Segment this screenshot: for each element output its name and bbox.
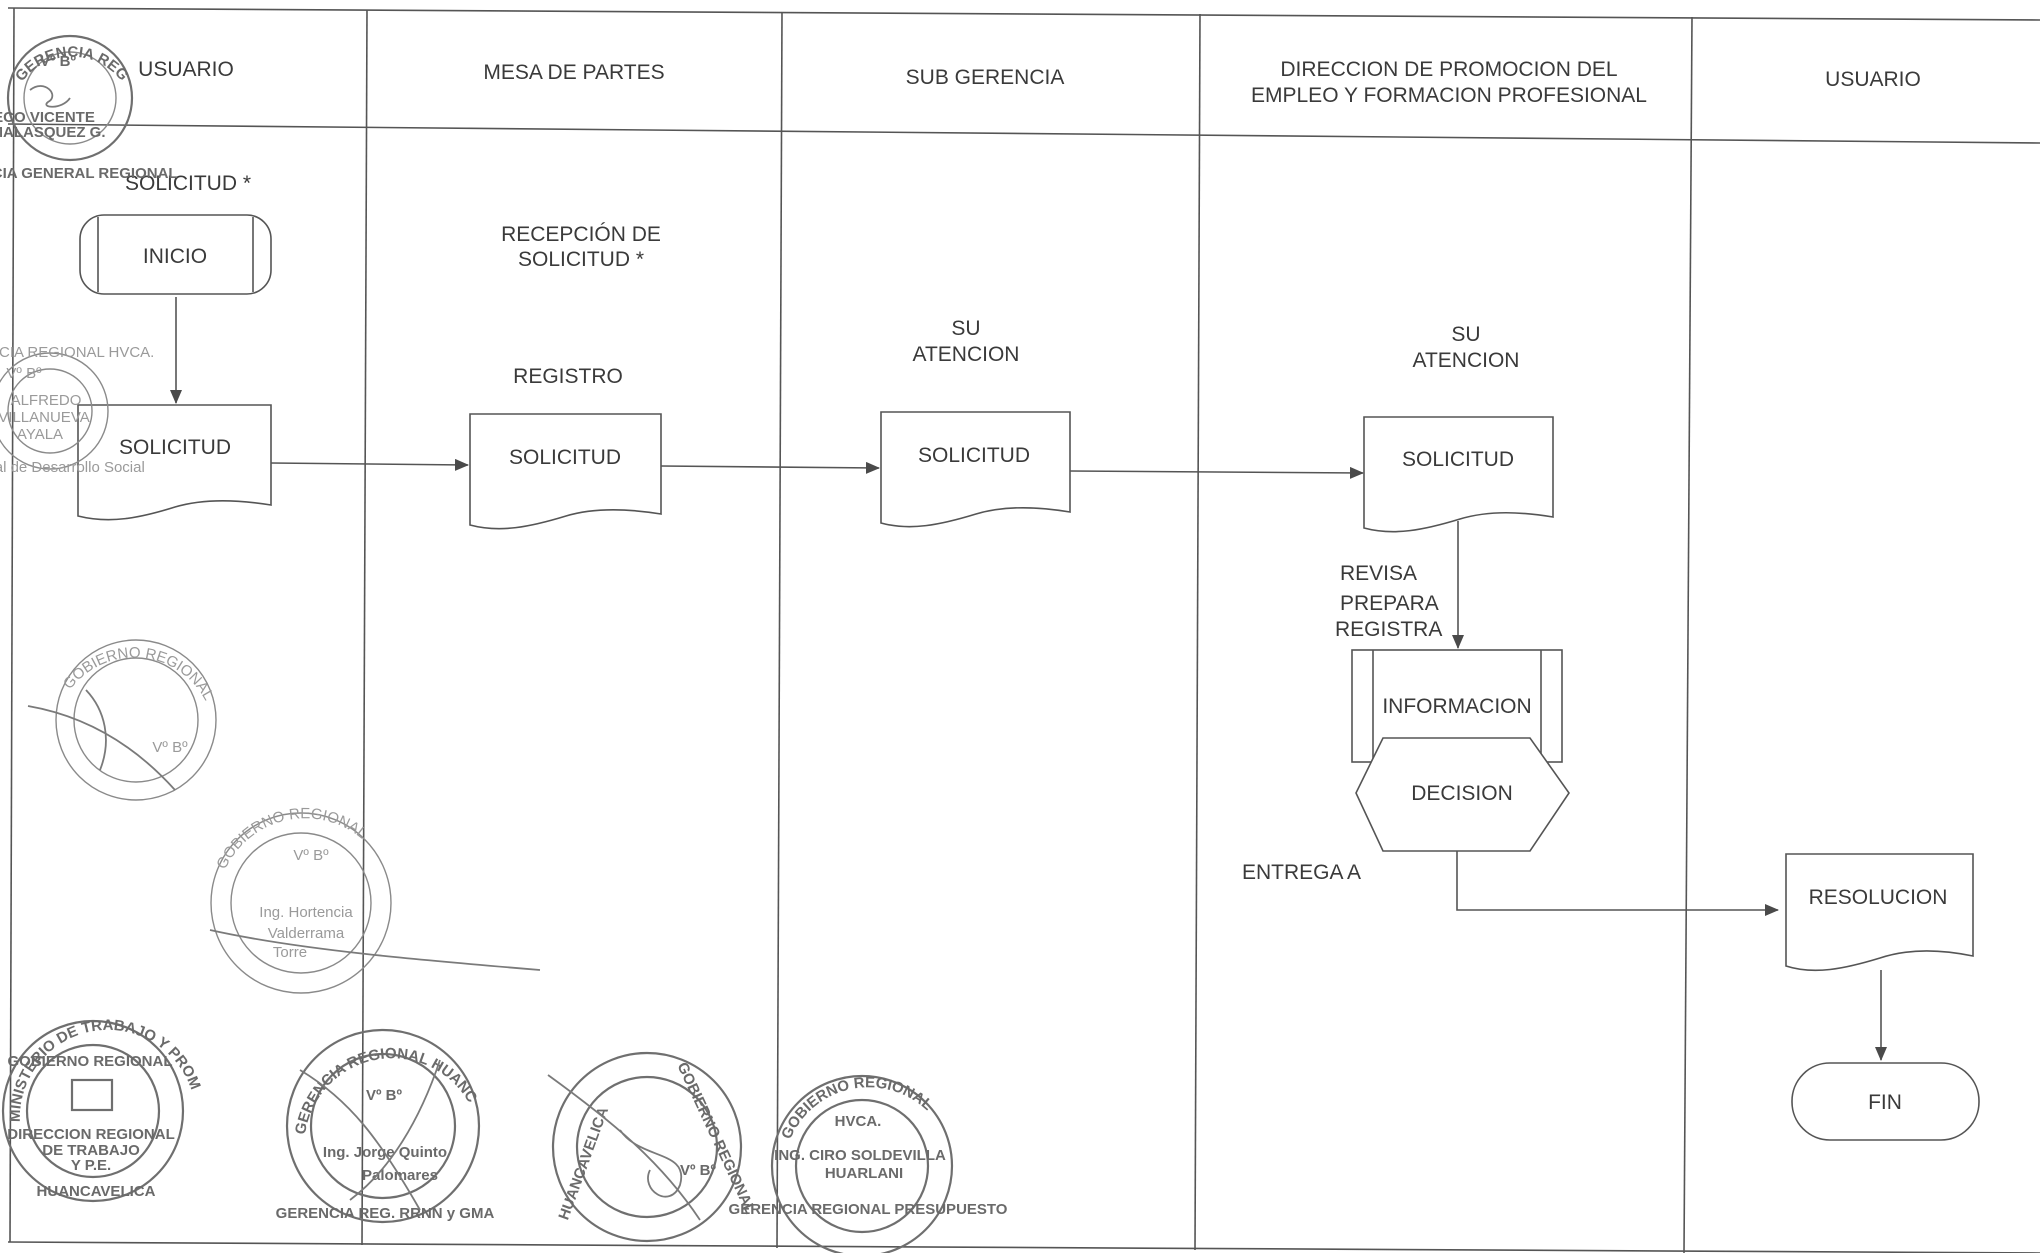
stamp-gerencia-general-bottom: GERENCIA GENERAL REGIONAL [0, 165, 178, 182]
stamp-planeamiento-hvca: HVCA. [835, 1113, 882, 1130]
document-solicitud-mesa-label: SOLICITUD [509, 446, 621, 469]
lane-header-mesa-de-partes: MESA DE PARTES [483, 61, 664, 84]
stamp-gerencia-general-top: GERENCIA REGIONAL HVCA. [0, 0, 132, 85]
annotation-su-atencion-sub-line2: ATENCION [913, 343, 1020, 366]
svg-text:GOBIERNO REGIONAL: GOBIERNO REGIONAL [778, 1074, 936, 1141]
stamp-planeamiento-bottom: GERENCIA REGIONAL PRESUPUESTO [729, 1201, 1008, 1218]
stamp-desarrollo-economico-vb: Vº Bº [680, 1162, 716, 1179]
annotation-revisa: REVISA [1340, 562, 1417, 585]
document-solicitud-usuario: SOLICITUD [77, 404, 272, 521]
annotation-prepara: PREPARA [1340, 592, 1439, 615]
fin-label: FIN [1868, 1091, 1902, 1114]
stamp-planeamiento-top: GOBIERNO REGIONAL [778, 1074, 936, 1141]
fin-terminator: FIN [1791, 1062, 1980, 1141]
lane-divider-left-edge [9, 7, 15, 1243]
lane-header-usuario: USUARIO [138, 58, 234, 81]
lane-headers: USUARIO MESA DE PARTES SUB GERENCIA DIRE… [138, 58, 1921, 107]
stamp-ministerio-trabajo-c2: DE TRABAJO [42, 1142, 140, 1159]
lane-header-direccion-line1: DIRECCION DE PROMOCION DEL [1280, 58, 1617, 81]
arrow-decision-to-resolucion [1456, 851, 1779, 916]
annotation-solicitud: SOLICITUD * [125, 172, 251, 195]
document-resolucion: RESOLUCION [1785, 853, 1974, 972]
stamp-planeamiento-name2: HUARLANI [825, 1165, 903, 1182]
document-solicitud-mesa: SOLICITUD [469, 413, 662, 530]
annotation-su-atencion-dir-line1: SU [1451, 323, 1480, 346]
stamp-gerencia-rrnn-bottom: GERENCIA REG. RRNN y GMA [276, 1205, 495, 1222]
svg-text:GOBIERNO REGIONAL: GOBIERNO REGIONAL [213, 805, 370, 872]
stamp-desarrollo-social-top: GERENCIA REGIONAL HVCA. [0, 344, 154, 361]
annotation-registra: REGISTRA [1335, 618, 1442, 641]
document-solicitud-usuario-label: SOLICITUD [119, 436, 231, 459]
decision-label: DECISION [1411, 782, 1513, 805]
stamp-ministerio-trabajo-c1: DIRECCION REGIONAL [7, 1126, 175, 1143]
stamp-administracion-name1: Ing. Hortencia [259, 904, 353, 921]
svg-text:GERENCIA REGIONAL HVCA.: GERENCIA REGIONAL HVCA. [0, 0, 132, 85]
stamp-gobierno-regional-1: GOBIERNO REGIONAL Vº Bº [27, 639, 217, 801]
stamp-desarrollo-economico: HUANCAVELICA GOBIERNO REGIONAL Vº Bº [547, 1051, 759, 1243]
document-solicitud-direccion: SOLICITUD [1363, 416, 1554, 533]
stamp-gerencia-general-name2: MALASQUEZ G. [0, 124, 106, 141]
lane-header-sub-gerencia: SUB GERENCIA [906, 66, 1065, 89]
stamp-gerencia-general: GERENCIA REGIONAL HVCA. Vº Bº ECO VICENT… [0, 0, 178, 182]
stamp-ministerio-trabajo-gob: GOBIERNO REGIONAL [7, 1053, 172, 1070]
stamp-gobierno-regional-1-top: GOBIERNO REGIONAL [60, 645, 217, 704]
svg-text:GOBIERNO REGIONAL: GOBIERNO REGIONAL [60, 645, 217, 704]
stamp-ministerio-trabajo-c3: Y P.E. [71, 1157, 111, 1174]
grid-top-border [7, 7, 2040, 21]
annotation-recepcion-line1: RECEPCIÓN DE [501, 223, 661, 246]
lane-header-usuario-final: USUARIO [1825, 68, 1921, 91]
inicio-label: INICIO [143, 245, 207, 268]
lane-divider-2 [776, 11, 783, 1249]
informacion-label: INFORMACION [1382, 695, 1531, 718]
stamp-gerencia-rrnn-vb: Vº Bº [366, 1087, 402, 1104]
stamp-administracion: GOBIERNO REGIONAL Vº Bº Ing. Hortencia V… [209, 805, 541, 994]
grid-header-divider [7, 123, 2040, 144]
annotation-recepcion-line2: SOLICITUD * [518, 248, 644, 271]
annotation-su-atencion-sub-line1: SU [951, 317, 980, 340]
flow-arrows [170, 297, 1887, 1061]
stamp-desarrollo-social-name2: VILLANUEVA [0, 409, 90, 426]
arrow-sub-to-direccion [1069, 466, 1364, 479]
decision-hexagon: DECISION [1355, 737, 1570, 852]
stamp-gerencia-general-vb: Vº Bº [40, 53, 76, 70]
lane-divider-1 [361, 9, 368, 1246]
stamp-gobierno-regional-1-vb: Vº Bº [152, 739, 188, 756]
stamp-administracion-name3: Torre [273, 944, 307, 961]
annotation-su-atencion-dir-line2: ATENCION [1413, 349, 1520, 372]
annotations: SOLICITUD * RECEPCIÓN DE SOLICITUD * REG… [125, 172, 1519, 884]
lane-divider-4 [1683, 16, 1693, 1254]
arrow-usuario-to-mesa [270, 458, 469, 471]
stamp-desarrollo-social: GERENCIA REGIONAL HVCA. Vº Bº ALFREDO VI… [0, 344, 154, 476]
arrow-mesa-to-sub [660, 461, 880, 474]
inicio-terminator: INICIO [79, 214, 272, 295]
document-solicitud-sub-label: SOLICITUD [918, 444, 1030, 467]
stamp-desarrollo-social-name1: ALFREDO [11, 392, 82, 409]
stamp-desarrollo-social-name3: AYALA [17, 426, 63, 443]
document-resolucion-label: RESOLUCION [1809, 886, 1948, 909]
lane-header-direccion-line2: EMPLEO Y FORMACION PROFESIONAL [1251, 84, 1647, 107]
stamp-desarrollo-social-bottom: Regional de Desarrollo Social [0, 459, 145, 476]
stamp-administracion-vb: Vº Bº [293, 847, 329, 864]
annotation-registro: REGISTRO [513, 365, 623, 388]
document-solicitud-sub: SOLICITUD [880, 411, 1071, 528]
stamp-planeamiento-name1: ING. CIRO SOLDEVILLA [774, 1147, 946, 1164]
stamp-planeamiento: GOBIERNO REGIONAL HVCA. ING. CIRO SOLDEV… [729, 1074, 1008, 1258]
document-solicitud-direccion-label: SOLICITUD [1402, 448, 1514, 471]
annotation-entrega-a: ENTREGA A [1242, 861, 1361, 884]
grid-bottom-border [7, 1241, 2040, 1254]
stamp-administracion-top: GOBIERNO REGIONAL [213, 805, 370, 872]
stamp-desarrollo-social-vb: Vº Bº [6, 365, 42, 382]
stamp-administracion-name2: Valderrama [268, 925, 345, 942]
swimlane-grid [7, 7, 2040, 1254]
lane-divider-3 [1194, 13, 1201, 1251]
stamp-ministerio-trabajo-bottom: HUANCAVELICA [37, 1183, 156, 1200]
stamp-desarrollo-economico-left: HUANCAVELICA [555, 1105, 612, 1223]
stamp-gerencia-general-name1: ECO VICENTE [0, 109, 95, 126]
